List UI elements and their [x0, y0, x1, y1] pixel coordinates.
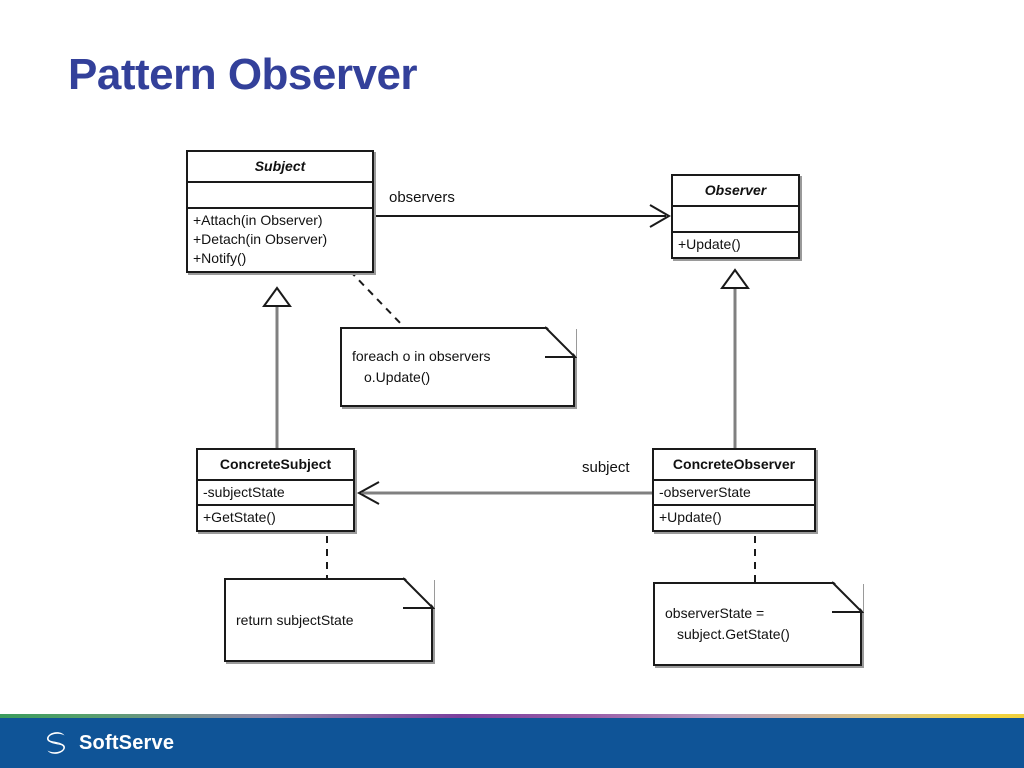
- note-line-1: observerState =: [665, 605, 765, 621]
- note-notify[interactable]: foreach o in observers o.Update(): [340, 326, 577, 407]
- note-fold-icon: [402, 577, 435, 609]
- class-name-observer: Observer: [673, 176, 798, 207]
- class-box-observer[interactable]: Observer +Update(): [671, 174, 800, 259]
- note-notify-body: [340, 327, 575, 407]
- brand-name: SoftServe: [79, 731, 175, 754]
- class-box-subject[interactable]: Subject +Attach(in Observer) +Detach(in …: [186, 150, 374, 273]
- attribute-observer-state: -observerState: [659, 484, 751, 500]
- uml-class-diagram: Subject +Attach(in Observer) +Detach(in …: [186, 150, 864, 666]
- note-update-text: observerState = subject.GetState(): [665, 582, 852, 666]
- operation-update: +Update(): [678, 236, 741, 252]
- note-getstate-body: [224, 578, 433, 662]
- class-name-concrete-observer: ConcreteObserver: [654, 450, 814, 481]
- class-box-concrete-observer[interactable]: ConcreteObserver -observerState +Update(…: [652, 448, 816, 532]
- class-attributes-concrete-observer: -observerState: [654, 481, 814, 506]
- note-fold-icon: [544, 326, 577, 358]
- note-getstate-text: return subjectState: [236, 578, 423, 662]
- operation-notify: +Notify(): [193, 250, 247, 266]
- page-title: Pattern Observer: [68, 50, 418, 99]
- note-update-body: [653, 582, 862, 666]
- class-attributes-subject: [188, 183, 372, 209]
- footer-band: SoftServe: [0, 718, 1024, 768]
- association-observers-line: [373, 204, 671, 228]
- operation-attach: +Attach(in Observer): [193, 212, 323, 228]
- note-line-2: subject.GetState(): [677, 626, 790, 642]
- note-link-notify: [349, 270, 405, 328]
- class-attributes-observer: [673, 207, 798, 233]
- association-subject-line: [356, 481, 652, 505]
- class-attributes-concrete-subject: -subjectState: [198, 481, 353, 506]
- class-box-concrete-subject[interactable]: ConcreteSubject -subjectState +GetState(…: [196, 448, 355, 532]
- note-update[interactable]: observerState = subject.GetState(): [653, 581, 864, 666]
- operation-update-impl: +Update(): [659, 509, 722, 525]
- note-line-2: o.Update(): [364, 369, 431, 385]
- class-operations-observer: +Update(): [673, 233, 798, 257]
- note-line-1: return subjectState: [236, 611, 354, 628]
- softserve-logo: SoftServe: [41, 728, 174, 758]
- class-operations-subject: +Attach(in Observer) +Detach(in Observer…: [188, 209, 372, 271]
- operation-detach: +Detach(in Observer): [193, 231, 328, 247]
- note-fold-corner: [404, 577, 434, 607]
- note-fold-corner: [833, 581, 863, 611]
- softserve-swoosh-icon: [46, 732, 66, 754]
- note-line-1: foreach o in observers: [352, 348, 491, 364]
- association-label-observers: observers: [389, 189, 455, 206]
- note-fold-icon: [831, 581, 864, 613]
- note-fold-corner: [546, 326, 576, 356]
- class-operations-concrete-subject: +GetState(): [198, 506, 353, 530]
- note-notify-text: foreach o in observers o.Update(): [352, 327, 565, 407]
- attribute-subject-state: -subjectState: [203, 484, 285, 500]
- generalization-concrete-observer-line: [720, 268, 750, 450]
- association-label-subject: subject: [582, 459, 630, 476]
- class-name-concrete-subject: ConcreteSubject: [198, 450, 353, 481]
- note-getstate[interactable]: return subjectState: [224, 577, 435, 662]
- footer-accent-rule: [0, 714, 1024, 718]
- class-name-subject: Subject: [188, 152, 372, 183]
- class-operations-concrete-observer: +Update(): [654, 506, 814, 530]
- generalization-concrete-subject-line: [262, 286, 292, 450]
- operation-get-state: +GetState(): [203, 509, 276, 525]
